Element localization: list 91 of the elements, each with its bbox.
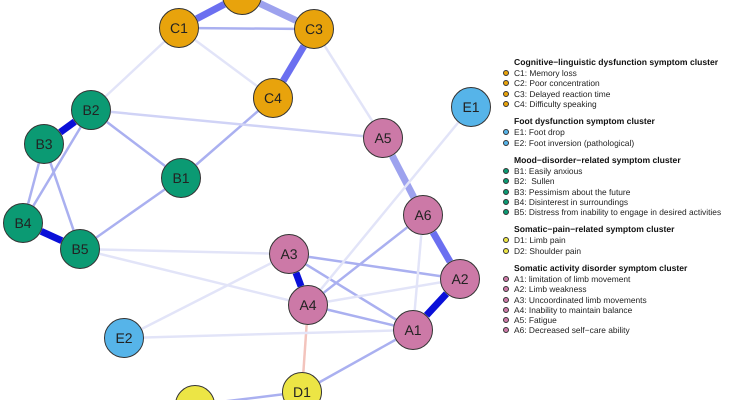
legend-text: B2: Sullen	[514, 176, 555, 186]
edge-line	[100, 248, 270, 255]
node-circle	[294, 9, 334, 49]
node-label: C4	[264, 91, 282, 105]
legend-text: A5: Fatigue	[514, 315, 557, 326]
node-label: B1	[172, 171, 190, 185]
node-label: C1	[170, 21, 188, 35]
legend-text: A4: Inability to maintain balance	[514, 304, 632, 315]
legend-heading: Mood−disorder−related symptom cluster	[514, 154, 682, 166]
legend-text: B4: Disinterest in surroundings	[514, 196, 628, 207]
legend-text: E2: Foot inversion (pathological)	[514, 138, 634, 148]
edge-line	[327, 308, 394, 327]
node-label: A2	[451, 272, 469, 286]
node-circle	[161, 158, 201, 198]
legend-text: C2: Poor concentration	[514, 78, 600, 88]
node-circle	[440, 259, 480, 299]
legend-text: D1: Limb pain	[514, 235, 566, 246]
legend-text: A6: Decreased self−care ability	[514, 325, 630, 336]
legend-text: C1: Memory loss	[514, 68, 577, 78]
node-label: A4	[299, 298, 317, 312]
edge-line	[322, 226, 408, 294]
legend-text: C3: Delayed reaction time	[514, 88, 610, 99]
node-label: B5	[71, 242, 89, 256]
node-label: B4	[14, 216, 32, 230]
edge-line	[430, 230, 454, 264]
edge-line	[320, 122, 460, 290]
edge-line	[199, 26, 294, 30]
node-label: E2	[115, 331, 133, 345]
legend-text: B1: Easily anxious	[514, 166, 582, 176]
edge-line	[258, 0, 298, 24]
edge-line	[308, 256, 440, 278]
legend-text: C4: Difficulty speaking	[514, 99, 597, 110]
edge-line	[58, 118, 77, 136]
edge-line	[389, 154, 417, 199]
node-circle	[288, 285, 328, 325]
legend-heading: Foot dysfunction symptom cluster	[514, 116, 656, 128]
edge-line	[144, 329, 394, 339]
edge-line	[280, 44, 307, 83]
legend-text: A1: limitation of limb movement	[514, 274, 630, 284]
node-label: A5	[374, 131, 392, 145]
node-circle	[159, 8, 199, 48]
edge-line	[26, 163, 40, 204]
node-label: D1	[293, 385, 311, 399]
edge-line	[324, 45, 374, 122]
edge-line	[328, 281, 440, 303]
edge-line	[32, 126, 82, 206]
node-label: B2	[82, 103, 100, 117]
edge-line	[413, 234, 423, 310]
edge-line	[49, 162, 75, 230]
edge-line	[302, 324, 308, 372]
edge-line	[195, 1, 226, 22]
edge-line	[99, 252, 289, 302]
edge-line	[106, 121, 166, 167]
node-circle	[253, 78, 293, 118]
edge-line	[110, 110, 364, 138]
node-label: E1	[462, 100, 480, 114]
node-label: B3	[35, 137, 53, 151]
node-label: A1	[404, 323, 422, 337]
node-circle	[393, 310, 433, 350]
node-circle	[451, 87, 491, 127]
legend-heading: Somatic−pain−related symptom cluster	[514, 224, 676, 236]
node-circle	[24, 124, 64, 164]
legend-text: B5: Distress from inability to engage in desired activities	[514, 207, 722, 218]
edge-line	[292, 272, 304, 288]
node-label: A3	[280, 247, 298, 261]
edge-line	[195, 110, 259, 166]
node-circle	[363, 118, 403, 158]
node-circle	[282, 372, 322, 400]
edge-line	[104, 40, 166, 98]
node-label: A6	[414, 208, 432, 222]
legend-text: A3: Uncoordinated limb movements	[514, 294, 647, 305]
node-circle	[3, 203, 43, 243]
legend-text: D2: Shoulder pain	[514, 246, 582, 256]
edge-line	[96, 188, 166, 239]
node-circle	[71, 90, 111, 130]
legend-heading: Somatic activity disorder symptom cluster	[514, 262, 688, 274]
edge-line	[318, 338, 396, 384]
legend-text: A2: Limb weakness	[514, 284, 587, 294]
node-circle	[269, 234, 309, 274]
edge-line	[305, 263, 397, 321]
legend-text: E1: Foot drop	[514, 127, 565, 138]
edge-line	[141, 262, 272, 330]
legend-text: B3: Pessimism about the future	[514, 186, 630, 197]
node-circle	[60, 229, 100, 269]
edge-line	[424, 291, 450, 318]
node-label: C3	[305, 22, 323, 36]
edge-line	[194, 38, 258, 88]
legend-heading: Cognitive−linguistic dysfunction symptom cluster	[514, 57, 720, 68]
node-circle	[104, 318, 144, 358]
node-circle	[403, 195, 443, 235]
edge-line	[40, 228, 64, 244]
